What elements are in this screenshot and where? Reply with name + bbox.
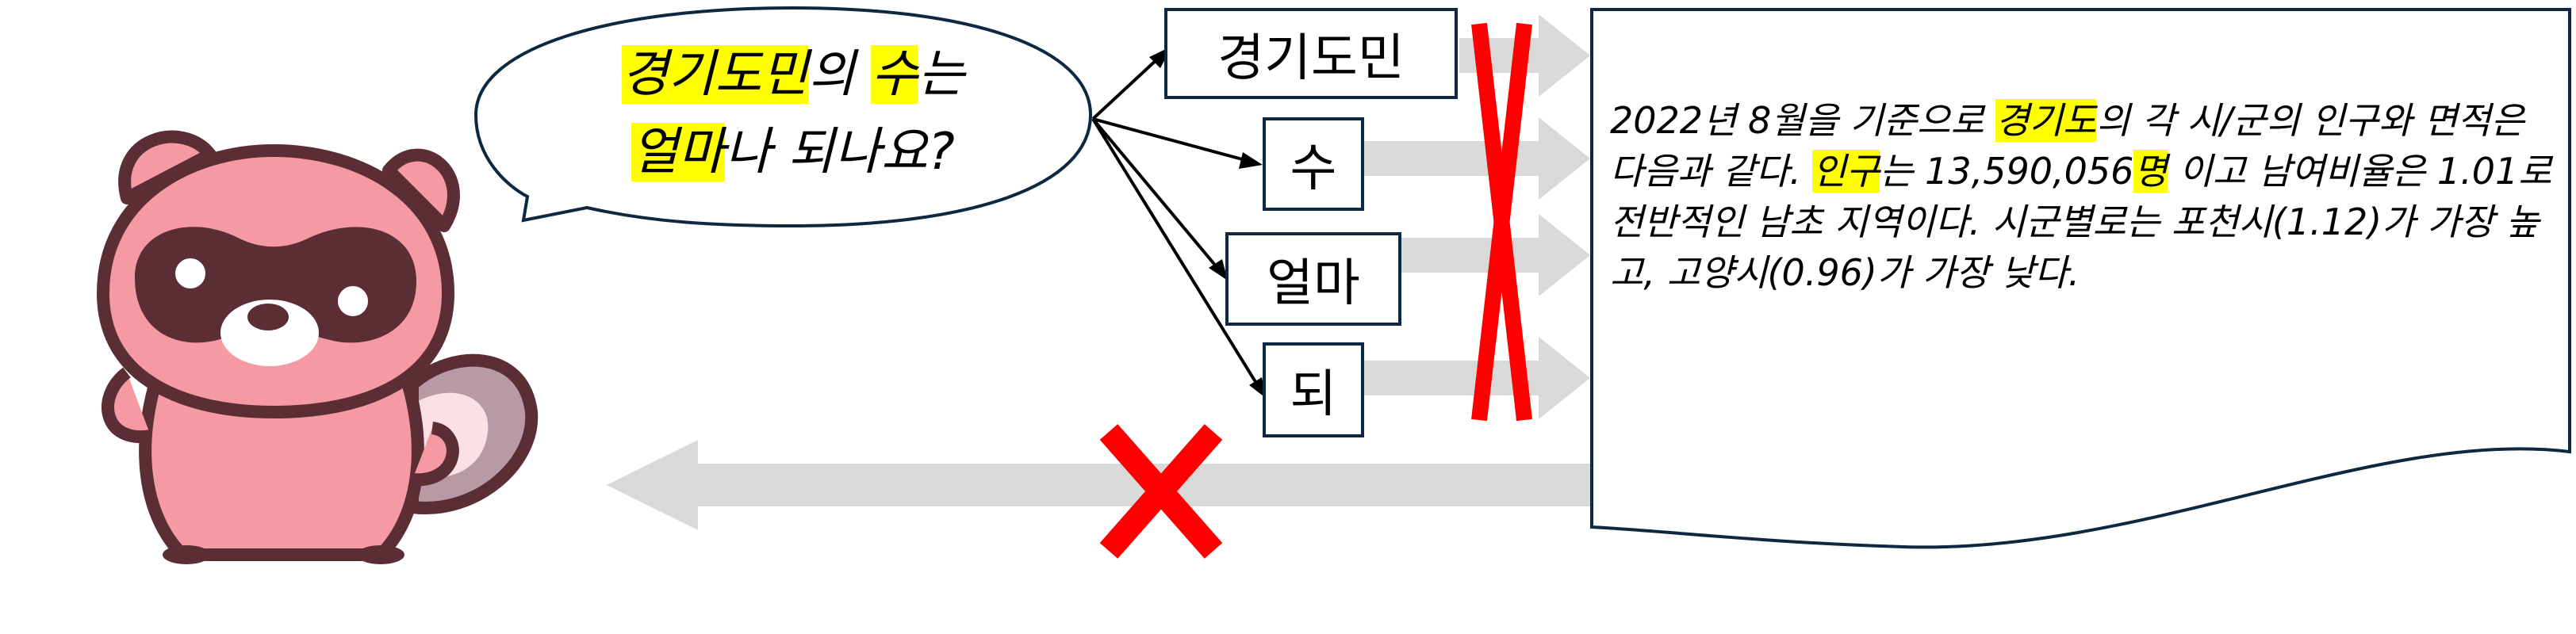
doc-run: 이고 남여비율은 1.01로 전반적인 남초 지역이다. 시군별로는 포천시(1… — [1610, 150, 2552, 294]
question-run: 얼마 — [631, 123, 725, 181]
token-box-doe: 되 — [1263, 342, 1364, 437]
return-arrow — [607, 440, 1594, 530]
doc-run: 경기도 — [1995, 99, 2097, 142]
document-text: 2022년 8월을 기준으로 경기도의 각 시/군의 인구와 면적은 다음과 같… — [1610, 95, 2562, 298]
doc-run: 의 각 시/군의 인구와 면적은 다음과 같다. — [1610, 99, 2524, 193]
token-box-gyeonggidomin: 경기도민 — [1164, 8, 1458, 99]
question-run: 수 — [871, 45, 918, 104]
question-run: 경기도민 — [621, 45, 809, 104]
raccoon-icon — [97, 130, 539, 564]
question-text: 경기도민의 수는 얼마나 되나요? — [547, 36, 1039, 191]
document-shape — [1590, 8, 2571, 549]
doc-run: 인구 — [1812, 150, 1880, 193]
question-line-2: 얼마나 되나요? — [547, 113, 1039, 191]
cross-icon — [1099, 424, 1223, 559]
doc-run: 2022년 8월을 기준으로 — [1610, 99, 1996, 142]
block-cross-icon — [1471, 22, 1532, 422]
gray-arrow-2 — [1364, 117, 1590, 200]
doc-run: 명 — [2133, 150, 2168, 193]
token-box-eolma: 얼마 — [1225, 232, 1401, 326]
doc-run: 는 13,590,056 — [1880, 150, 2134, 193]
question-run: 는 — [918, 45, 965, 104]
question-run: 의 — [808, 45, 872, 104]
token-box-su: 수 — [1263, 117, 1364, 211]
question-run: 나 되나요? — [724, 123, 955, 181]
token-split-arrows — [1091, 55, 1259, 386]
question-line-1: 경기도민의 수는 — [547, 36, 1039, 113]
